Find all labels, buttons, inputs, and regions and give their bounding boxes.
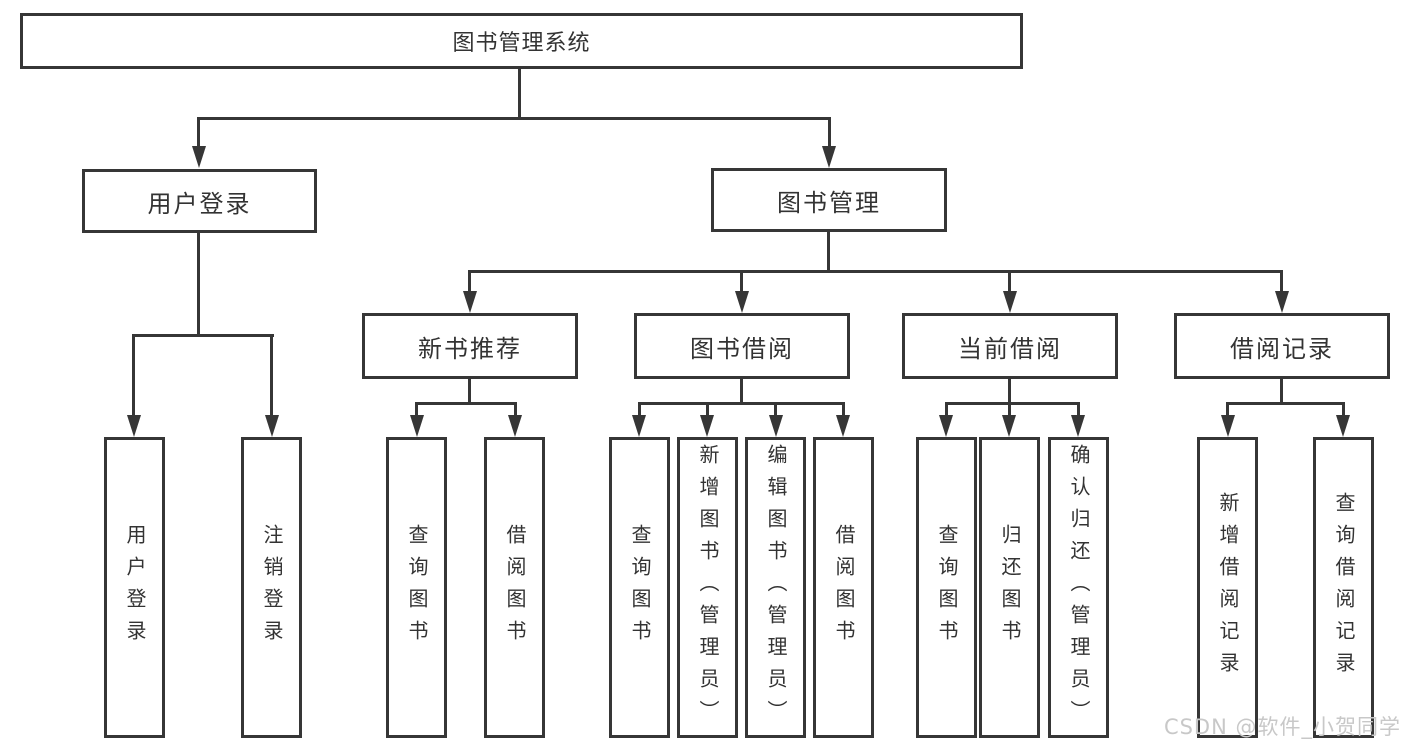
connector-line bbox=[468, 270, 471, 293]
leaf-label: 注销登录 bbox=[260, 523, 284, 652]
node-book-management: 图书管理 bbox=[711, 168, 947, 232]
leaf-label: 编辑图书（管理员） bbox=[764, 443, 788, 732]
connector-line bbox=[945, 402, 948, 418]
connector-line bbox=[1280, 377, 1283, 405]
connector-line bbox=[774, 402, 777, 418]
arrow-down-icon bbox=[939, 415, 953, 437]
connector-line bbox=[415, 402, 517, 405]
leaf-return-books: 归还图书 bbox=[979, 437, 1040, 738]
connector-line bbox=[1226, 402, 1229, 418]
arrow-down-icon bbox=[1275, 291, 1289, 313]
leaf-add-borrow-record: 新增借阅记录 bbox=[1197, 437, 1258, 738]
leaf-edit-books-admin: 编辑图书（管理员） bbox=[745, 437, 806, 738]
leaf-borrow-books-recommend: 借阅图书 bbox=[484, 437, 545, 738]
leaf-user-login: 用户登录 bbox=[104, 437, 165, 738]
arrow-down-icon bbox=[192, 146, 206, 168]
arrow-down-icon bbox=[735, 291, 749, 313]
arrow-down-icon bbox=[700, 415, 714, 437]
connector-line bbox=[638, 402, 845, 405]
leaf-label: 查询借阅记录 bbox=[1332, 491, 1356, 684]
arrow-down-icon bbox=[836, 415, 850, 437]
arrow-down-icon bbox=[463, 291, 477, 313]
connector-line bbox=[415, 402, 418, 418]
leaf-borrow-books: 借阅图书 bbox=[813, 437, 874, 738]
node-label: 图书管理系统 bbox=[452, 31, 591, 56]
connector-line bbox=[132, 334, 135, 418]
leaf-label: 查询图书 bbox=[628, 523, 652, 652]
leaf-label: 查询图书 bbox=[935, 523, 959, 652]
connector-line bbox=[827, 230, 830, 273]
arrow-down-icon bbox=[1071, 415, 1085, 437]
connector-line bbox=[468, 270, 1283, 273]
arrow-down-icon bbox=[1221, 415, 1235, 437]
connector-line bbox=[1226, 402, 1345, 405]
node-user-login: 用户登录 bbox=[82, 169, 317, 233]
connector-line bbox=[1008, 270, 1011, 293]
arrow-down-icon bbox=[632, 415, 646, 437]
arrow-down-icon bbox=[508, 415, 522, 437]
arrow-down-icon bbox=[822, 146, 836, 168]
leaf-label: 用户登录 bbox=[123, 523, 147, 652]
connector-line bbox=[1008, 402, 1011, 418]
connector-line bbox=[197, 117, 200, 150]
connector-line bbox=[468, 377, 471, 405]
leaf-label: 查询图书 bbox=[405, 523, 429, 652]
leaf-label: 新增图书（管理员） bbox=[696, 443, 720, 732]
arrow-down-icon bbox=[265, 415, 279, 437]
leaf-label: 借阅图书 bbox=[832, 523, 856, 652]
connector-line bbox=[945, 402, 1080, 405]
node-label: 借阅记录 bbox=[1230, 334, 1334, 363]
connector-line bbox=[1342, 402, 1345, 418]
leaf-add-books-admin: 新增图书（管理员） bbox=[677, 437, 738, 738]
arrow-down-icon bbox=[127, 415, 141, 437]
node-label: 图书借阅 bbox=[690, 334, 794, 363]
csdn-watermark: CSDN @软件_小贺同学 bbox=[1163, 715, 1401, 739]
connector-line bbox=[1077, 402, 1080, 418]
arrow-down-icon bbox=[1336, 415, 1350, 437]
connector-line bbox=[1008, 377, 1011, 405]
node-new-book-recommend: 新书推荐 bbox=[362, 313, 578, 379]
leaf-query-books-current: 查询图书 bbox=[916, 437, 977, 738]
node-current-borrow: 当前借阅 bbox=[902, 313, 1118, 379]
connector-line bbox=[197, 231, 200, 337]
connector-line bbox=[518, 66, 521, 120]
connector-line bbox=[706, 402, 709, 418]
node-book-borrow: 图书借阅 bbox=[634, 313, 850, 379]
connector-line bbox=[740, 377, 743, 405]
connector-line bbox=[514, 402, 517, 418]
arrow-down-icon bbox=[410, 415, 424, 437]
node-label: 当前借阅 bbox=[958, 334, 1062, 363]
connector-line bbox=[270, 334, 273, 418]
leaf-query-books-recommend: 查询图书 bbox=[386, 437, 447, 738]
connector-line bbox=[132, 334, 274, 337]
node-root-system: 图书管理系统 bbox=[20, 13, 1023, 69]
leaf-label: 归还图书 bbox=[998, 523, 1022, 652]
arrow-down-icon bbox=[1002, 415, 1016, 437]
connector-line bbox=[828, 117, 831, 150]
arrow-down-icon bbox=[1003, 291, 1017, 313]
leaf-label: 新增借阅记录 bbox=[1216, 491, 1240, 684]
leaf-logout: 注销登录 bbox=[241, 437, 302, 738]
node-label: 图书管理 bbox=[777, 188, 881, 217]
leaf-query-borrow-record: 查询借阅记录 bbox=[1313, 437, 1374, 738]
connector-line bbox=[740, 270, 743, 293]
connector-line bbox=[842, 402, 845, 418]
leaf-label: 确认归还（管理员） bbox=[1067, 443, 1091, 732]
leaf-label: 借阅图书 bbox=[503, 523, 527, 652]
connector-line bbox=[1280, 270, 1283, 293]
node-borrow-record: 借阅记录 bbox=[1174, 313, 1390, 379]
leaf-confirm-return-admin: 确认归还（管理员） bbox=[1048, 437, 1109, 738]
leaf-query-books-borrow: 查询图书 bbox=[609, 437, 670, 738]
node-label: 新书推荐 bbox=[418, 334, 522, 363]
node-label: 用户登录 bbox=[147, 189, 252, 218]
connector-line bbox=[638, 402, 641, 418]
arrow-down-icon bbox=[769, 415, 783, 437]
connector-line bbox=[197, 117, 831, 120]
